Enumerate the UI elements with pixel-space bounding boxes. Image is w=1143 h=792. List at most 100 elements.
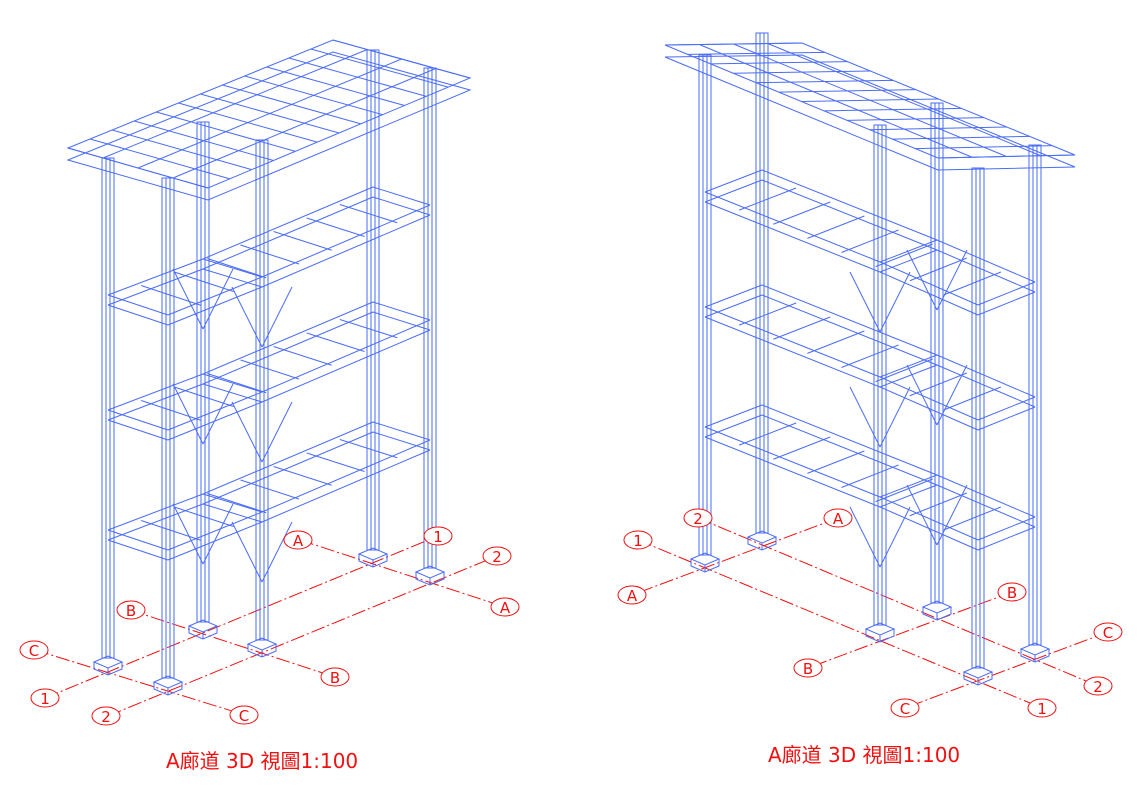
cross-beam <box>977 281 1036 306</box>
grid-bubble: 1 <box>30 688 60 708</box>
grid-bubble: A <box>617 585 647 605</box>
floor-joist <box>807 450 865 474</box>
cross-beam-flange <box>107 304 169 326</box>
grid-bubble: 1 <box>1027 698 1057 718</box>
knee-brace <box>849 271 881 333</box>
grid-bubble-label: C <box>900 700 910 718</box>
floor-beam-flange <box>107 196 374 306</box>
floor-joist <box>841 464 899 488</box>
column <box>698 54 712 556</box>
cross-beam-flange <box>372 196 431 216</box>
floor-joist <box>909 257 967 282</box>
floor-beam-flange <box>704 436 979 551</box>
grid-bubble-outline <box>890 698 920 718</box>
grid-bubble-outline <box>19 640 49 660</box>
floor-joist <box>140 520 201 541</box>
cross-beam <box>107 529 169 551</box>
cross-beam <box>704 284 763 308</box>
cross-beam-flange <box>704 294 763 318</box>
grid-line <box>637 539 1043 709</box>
cross-beam <box>704 404 763 428</box>
grid-line <box>299 539 506 608</box>
cross-beam <box>372 186 431 206</box>
floor-joist <box>875 243 933 268</box>
knee-brace <box>231 521 263 583</box>
floor-joist <box>207 373 267 394</box>
floor-joist <box>773 201 831 225</box>
knee-brace <box>879 271 911 333</box>
floor-joist <box>807 215 865 239</box>
cross-beam-flange <box>977 526 1036 551</box>
grid-bubble-outline <box>793 658 823 678</box>
floor-joist <box>306 452 365 472</box>
floor-joist <box>240 479 300 500</box>
cross-beam-flange <box>107 539 169 561</box>
grid-line <box>904 631 1109 709</box>
floor-joist <box>273 346 332 366</box>
cross-beam-flange <box>879 249 938 273</box>
grid-bubble: 1 <box>623 530 653 550</box>
cross-beam-flange <box>202 268 263 288</box>
grid-bubble: 1 <box>423 526 453 546</box>
cross-beam-flange <box>704 179 763 203</box>
knee-brace <box>906 364 938 426</box>
column <box>755 32 769 534</box>
knee-brace <box>849 506 881 568</box>
cross-beam <box>879 239 938 263</box>
grid-bubble: B <box>997 582 1027 602</box>
knee-brace <box>261 401 293 463</box>
floor-joist <box>773 436 831 460</box>
grid-line <box>129 609 336 678</box>
cross-beam-flange <box>879 364 938 388</box>
grid-bubble-label: B <box>1007 584 1017 602</box>
cross-beam-flange <box>107 419 169 441</box>
floor-joist <box>807 330 865 354</box>
floor-beam <box>167 439 431 551</box>
floor-joist <box>875 478 933 503</box>
floor-joist <box>273 466 332 486</box>
floor-joist <box>207 493 267 514</box>
grid-bubble-outline <box>490 597 520 617</box>
floor-joist <box>273 231 332 251</box>
knee-brace <box>202 503 234 565</box>
column <box>101 157 115 659</box>
grid-bubble: C <box>1093 622 1123 642</box>
floor-beam-flange <box>107 431 374 541</box>
grid-line <box>631 517 839 596</box>
grid-bubble-label: B <box>126 602 136 620</box>
cross-beam <box>107 294 169 316</box>
floor-joist <box>306 217 365 237</box>
grid-bubble-outline <box>823 508 853 528</box>
roof-rail <box>137 58 402 169</box>
right-view-caption: A廊道 3D 視圖1:100 <box>768 743 961 767</box>
knee-brace <box>936 249 968 311</box>
grid-bubble-label: A <box>833 510 844 528</box>
grid-bubble-outline <box>91 706 121 726</box>
grid-bubble-label: A <box>500 599 511 617</box>
grid-bubble-outline <box>1093 622 1123 642</box>
column <box>873 124 887 626</box>
grid-line <box>107 555 498 717</box>
roof-rail <box>102 49 368 159</box>
floor-joist <box>140 400 201 421</box>
cross-beam <box>202 373 263 393</box>
grid-bubble-outline <box>997 582 1027 602</box>
grid-line <box>807 591 1013 669</box>
cross-beam-flange <box>977 406 1036 431</box>
floor-joist <box>240 359 300 380</box>
floor-joist <box>339 319 398 339</box>
knee-brace <box>172 383 204 445</box>
cross-beam <box>202 493 263 513</box>
grid-bubble-outline <box>30 688 60 708</box>
floor-beam <box>107 186 374 296</box>
cross-beam <box>202 258 263 278</box>
grid-bubble-label: 2 <box>1093 678 1103 696</box>
floor-joist <box>841 229 899 253</box>
knee-brace <box>936 364 968 426</box>
grid-bubble-label: 1 <box>1037 700 1047 718</box>
grid-bubble: 2 <box>91 706 121 726</box>
cross-beam <box>372 421 431 441</box>
knee-brace <box>172 268 204 330</box>
grid-bubble-label: A <box>627 587 638 605</box>
floor-joist <box>841 344 899 368</box>
